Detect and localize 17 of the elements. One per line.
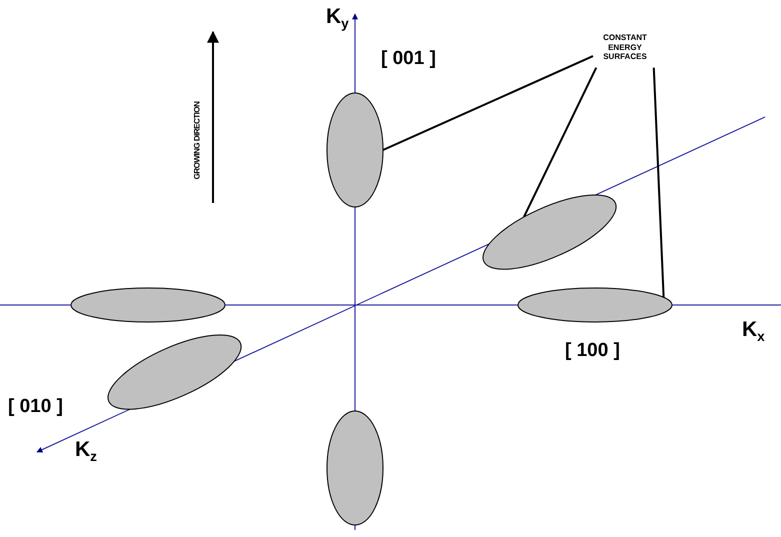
direction-text: GROWING DIRECTION [192, 101, 201, 179]
direction-label: [ 100 ] [565, 340, 620, 362]
energy-surface-ellipse [517, 287, 673, 323]
direction-label: [ 010 ] [8, 396, 63, 418]
direction-label: [ 001 ] [381, 48, 436, 70]
axis-label: K$_{y}$ [326, 5, 349, 31]
leader-line [652, 68, 665, 298]
axis-label: K$_{x}$ [742, 318, 765, 344]
energy-surface-ellipse [107, 334, 243, 410]
energy-surface-ellipse [326, 92, 384, 208]
energy-surface-ellipse [482, 194, 618, 270]
axis-label: K$_{z}$ [75, 438, 97, 464]
energy-surface-ellipse [326, 410, 384, 526]
callout-text: CONSTANT ENERGY SURFACES [602, 33, 648, 62]
leader-line [522, 67, 598, 218]
leader-line [382, 55, 594, 151]
energy-surface-ellipse [70, 287, 226, 323]
